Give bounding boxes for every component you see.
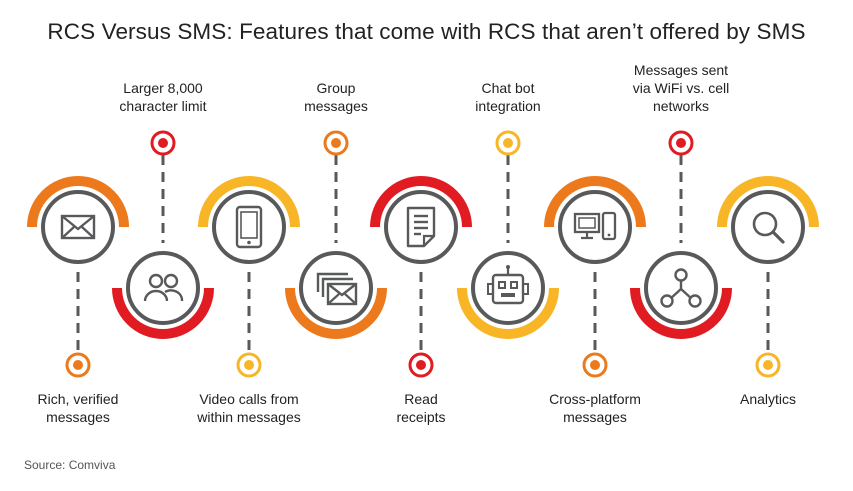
feature-label: Cross-platform messages bbox=[520, 390, 670, 426]
marker-dot bbox=[158, 138, 168, 148]
feature-label-line: Larger 8,000 bbox=[123, 80, 203, 96]
feature-node bbox=[717, 176, 819, 378]
colored-arc bbox=[27, 176, 129, 228]
devices-icon bbox=[573, 211, 617, 241]
icon-circle bbox=[299, 251, 373, 325]
feature-label-line: character limit bbox=[119, 98, 207, 114]
feature-label-line: receipts bbox=[396, 409, 446, 425]
feature-label-line: integration bbox=[475, 98, 541, 114]
feature-label-line: Chat bot bbox=[481, 80, 535, 96]
feature-label: Rich, verified messages bbox=[3, 390, 153, 426]
feature-node bbox=[457, 130, 559, 339]
marker-dot bbox=[73, 360, 83, 370]
colored-arc bbox=[198, 176, 300, 228]
feature-label: Larger 8,000 character limit bbox=[88, 79, 238, 115]
feature-node bbox=[370, 176, 472, 378]
feature-label-line: Video calls from bbox=[199, 391, 299, 407]
marker-dot bbox=[244, 360, 254, 370]
feature-node bbox=[112, 130, 214, 339]
feature-node bbox=[544, 176, 646, 378]
feature-label: Video calls from within messages bbox=[174, 390, 324, 426]
feature-label-line: messages bbox=[304, 98, 368, 114]
colored-arc bbox=[630, 287, 732, 339]
colored-arc bbox=[717, 176, 819, 228]
colored-arc bbox=[544, 176, 646, 228]
marker-dot bbox=[676, 138, 686, 148]
icon-circle bbox=[41, 190, 115, 264]
envelope-icon bbox=[60, 214, 96, 240]
feature-node bbox=[285, 130, 387, 339]
feature-label: Group messages bbox=[261, 79, 411, 115]
feature-label-line: messages bbox=[46, 409, 110, 425]
feature-label-line: networks bbox=[652, 98, 710, 114]
feature-label-line: messages bbox=[563, 409, 627, 425]
feature-label-line: within messages bbox=[197, 409, 301, 425]
marker-dot bbox=[416, 360, 426, 370]
document-icon bbox=[406, 206, 436, 248]
feature-label-line: Analytics bbox=[739, 391, 797, 407]
feature-label: Chat bot integration bbox=[433, 79, 583, 115]
feature-label-line: Rich, verified bbox=[37, 391, 119, 407]
feature-label: Messages sent via WiFi vs. cell networks bbox=[606, 61, 756, 115]
colored-arc bbox=[285, 287, 387, 339]
network-icon bbox=[660, 268, 702, 308]
marker-dot bbox=[331, 138, 341, 148]
people-icon bbox=[143, 273, 184, 302]
feature-label: Analytics bbox=[693, 390, 843, 408]
colored-arc bbox=[457, 287, 559, 339]
feature-label-line: Read bbox=[404, 391, 438, 407]
marker-dot bbox=[590, 360, 600, 370]
stacked-envelopes-icon bbox=[316, 272, 358, 306]
feature-label-line: via WiFi vs. cell bbox=[632, 80, 730, 96]
feature-label-line: Group bbox=[316, 80, 356, 96]
marker-dot bbox=[503, 138, 513, 148]
source-note: Source: Comviva bbox=[24, 458, 116, 472]
phone-icon bbox=[235, 205, 263, 249]
icon-circle bbox=[212, 190, 286, 264]
magnifier-icon bbox=[752, 211, 785, 244]
colored-arc bbox=[112, 287, 214, 339]
colored-arc bbox=[370, 176, 472, 228]
icon-circle bbox=[471, 251, 545, 325]
feature-label-line: Messages sent bbox=[633, 62, 729, 78]
feature-node bbox=[27, 176, 129, 378]
feature-label: Read receipts bbox=[346, 390, 496, 426]
feature-node bbox=[198, 176, 300, 378]
marker-dot bbox=[763, 360, 773, 370]
robot-icon bbox=[487, 265, 529, 305]
feature-node bbox=[630, 130, 732, 339]
icon-circle bbox=[731, 190, 805, 264]
icon-circle bbox=[126, 251, 200, 325]
diagram-title: RCS Versus SMS: Features that come with … bbox=[47, 19, 806, 44]
feature-label-line: Cross-platform bbox=[549, 391, 641, 407]
